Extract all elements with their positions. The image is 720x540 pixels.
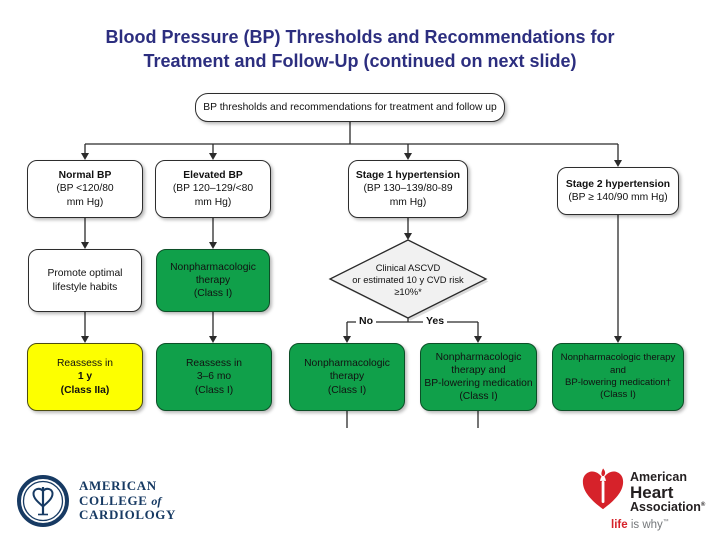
- slide-title: Blood Pressure (BP) Thresholds and Recom…: [105, 27, 615, 71]
- box-line: Nonpharmacologic: [170, 261, 256, 273]
- decision-line: ≥10%*: [394, 286, 422, 298]
- category-range-units: mm Hg): [389, 196, 427, 208]
- category-range: (BP 130–139/80-89: [363, 183, 453, 195]
- category-title: Stage 2 hypertension: [565, 178, 671, 190]
- acc-line-american: AMERICAN: [79, 477, 157, 493]
- aha-heart-torch-icon: [582, 467, 624, 510]
- category-box-normal-bp: Normal BP (BP <120/80 mm Hg): [27, 160, 143, 218]
- category-title: Normal BP: [58, 170, 112, 182]
- box-class: (Class I): [193, 288, 233, 300]
- box-line: BP-lowering medication: [424, 378, 533, 389]
- acc-logo: AMERICAN COLLEGE of CARDIOLOGY: [16, 474, 176, 528]
- acc-logo-text: AMERICAN COLLEGE of CARDIOLOGY: [79, 477, 177, 523]
- box-line: 3–6 mo: [196, 371, 232, 383]
- decision-line: Clinical ASCVD: [375, 261, 441, 273]
- box-class: (Class I): [327, 384, 367, 396]
- category-range: (BP 120–129/<80: [172, 183, 254, 195]
- decision-diamond-label: Clinical ASCVD or estimated 10 y CVD ris…: [331, 258, 485, 302]
- trademark-mark: ™: [662, 519, 669, 526]
- aha-logo-text: American Heart Association®: [630, 470, 705, 514]
- category-box-stage2-hypertension: Stage 2 hypertension (BP ≥ 140/90 mm Hg): [557, 167, 679, 215]
- category-range-units: mm Hg): [66, 196, 104, 208]
- acc-college: COLLEGE: [79, 492, 148, 508]
- category-range: (BP ≥ 140/90 mm Hg): [568, 192, 668, 203]
- outcome-box-nonpharm-therapy: Nonpharmacologic therapy (Class I): [289, 343, 405, 411]
- box-line: Reassess in: [185, 358, 243, 370]
- box-line: BP-lowering medication†: [564, 377, 672, 388]
- box-line: Nonpharmacologic: [304, 358, 390, 370]
- aha-tagline: life is why™: [611, 519, 669, 531]
- tagline-life: life: [611, 519, 628, 531]
- branch-label-no: No: [356, 315, 376, 328]
- acc-of: of: [151, 493, 162, 508]
- outcome-box-stage2-therapy-and-medication: Nonpharmacologic therapy and BP-lowering…: [552, 343, 684, 411]
- box-class: (Class IIa): [60, 384, 110, 396]
- box-line: therapy: [329, 371, 365, 383]
- box-line: therapy: [195, 274, 231, 286]
- category-title: Stage 1 hypertension: [355, 170, 461, 182]
- box-class: (Class I): [600, 389, 636, 401]
- box-line: and: [609, 364, 626, 376]
- box-line: Nonpharmacologic: [435, 351, 522, 363]
- box-class: (Class I): [459, 391, 498, 403]
- outcome-box-nonpharm-and-medication: Nonpharmacologic therapy and BP-lowering…: [420, 343, 537, 411]
- box-line: Reassess in: [56, 358, 114, 370]
- branch-label-yes: Yes: [423, 315, 448, 328]
- registered-mark: ®: [700, 501, 706, 508]
- outcome-box-reassess-1y: Reassess in 1 y (Class IIa): [27, 343, 143, 411]
- acc-line-college-of: COLLEGE of: [79, 492, 176, 509]
- acc-line-cardiology: CARDIOLOGY: [79, 507, 177, 523]
- outcome-box-reassess-3-6mo: Reassess in 3–6 mo (Class I): [156, 343, 272, 411]
- acc-emblem-icon: [17, 475, 69, 527]
- category-box-elevated-bp: Elevated BP (BP 120–129/<80 mm Hg): [155, 160, 271, 218]
- decision-line: or estimated 10 y CVD risk: [352, 273, 464, 285]
- box-line: 1 y: [77, 371, 93, 383]
- tagline-is-why: is why: [630, 519, 663, 531]
- aha-association: Association: [630, 500, 701, 515]
- category-range: (BP <120/80: [56, 183, 114, 195]
- aha-logo: American Heart Association® life is why™: [580, 464, 718, 536]
- box-line: lifestyle habits: [52, 281, 118, 293]
- category-title: Elevated BP: [183, 170, 243, 182]
- aha-line-american: American: [630, 470, 687, 484]
- box-line: Promote optimal: [47, 268, 123, 280]
- nonpharmacologic-therapy-box: Nonpharmacologic therapy (Class I): [156, 249, 270, 312]
- category-box-stage1-hypertension: Stage 1 hypertension (BP 130–139/80-89 m…: [348, 160, 468, 218]
- aha-line-association: Association®: [630, 501, 705, 514]
- box-line: Nonpharmacologic therapy: [560, 352, 676, 364]
- box-class: (Class I): [194, 384, 234, 396]
- root-box: BP thresholds and recommendations for tr…: [195, 93, 505, 122]
- box-line: therapy and: [451, 364, 506, 376]
- category-range-units: mm Hg): [194, 196, 232, 208]
- root-box-label: BP thresholds and recommendations for tr…: [203, 101, 497, 113]
- promote-lifestyle-box: Promote optimal lifestyle habits: [28, 249, 142, 312]
- aha-line-heart: Heart: [630, 483, 674, 503]
